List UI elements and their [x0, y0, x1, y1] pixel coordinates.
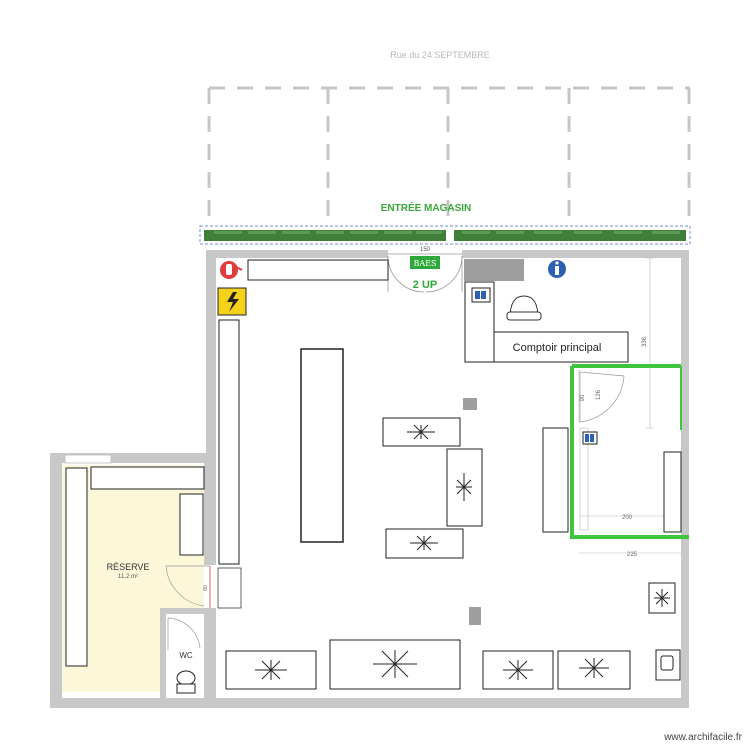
column-1	[463, 398, 477, 410]
reserve-furniture	[65, 466, 205, 667]
hedge-planters	[199, 225, 691, 245]
walls	[50, 250, 689, 708]
baes-label: BAES	[414, 259, 437, 268]
wc-label: WC	[179, 651, 193, 660]
info-icon	[548, 260, 566, 278]
main-counter	[464, 281, 629, 363]
right-height-dim: 336	[642, 336, 648, 347]
room-width-inner-dim: 200	[622, 515, 633, 521]
up-label: 2 UP	[413, 279, 437, 291]
reserve-door	[165, 565, 242, 609]
office-room	[570, 364, 689, 554]
appliance-right	[648, 582, 681, 681]
wc-door	[167, 617, 201, 650]
shelf-left-wall	[218, 319, 240, 565]
terrace-frames	[207, 86, 691, 222]
register-icon	[471, 287, 491, 303]
room-width-outer-dim: 225	[627, 552, 638, 558]
freezer-units	[225, 417, 631, 690]
reserve-name: RÉSERVE	[107, 562, 150, 572]
shelf-right-middle	[542, 427, 569, 533]
inner-door-dim-1: 90	[580, 394, 586, 401]
reserve-door-dim: 80	[203, 585, 209, 591]
watermark: www.archifacile.fr	[663, 732, 742, 743]
electric-panel-icon	[217, 287, 247, 316]
dimension-lines-right	[646, 257, 654, 429]
toilet-icon	[176, 670, 196, 694]
shelf-top-left	[247, 259, 389, 281]
counter-label: Comptoir principal	[513, 342, 602, 354]
gondola-center	[300, 348, 344, 543]
street-label: Rue du 24 SEPTEMBRE	[390, 50, 490, 60]
snowflake-icons	[255, 424, 609, 680]
column-2	[469, 607, 481, 625]
baes-sign	[410, 256, 440, 269]
inner-door-dim-2: 126	[596, 389, 602, 400]
grey-cabinet	[464, 259, 524, 281]
entry-door	[387, 253, 463, 293]
chair-icon	[506, 295, 542, 321]
entrance-label: ENTRÉE MAGASIN	[381, 201, 472, 214]
door-width-dim: 150	[420, 247, 431, 253]
fire-extinguisher-icon	[220, 261, 243, 279]
reserve-area: 11,2 m²	[118, 574, 138, 580]
